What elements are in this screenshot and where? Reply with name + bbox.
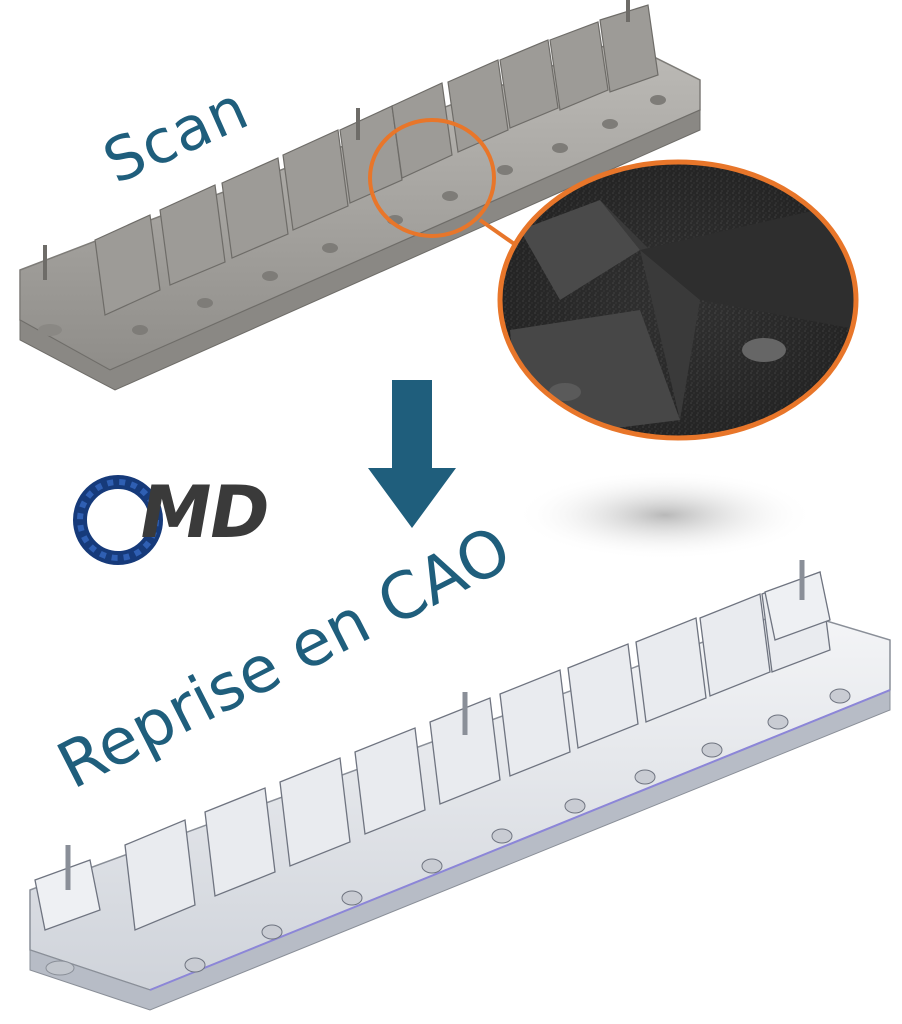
cad-holes: [184, 688, 851, 973]
zoom-detail: [497, 159, 859, 441]
scan-part: [19, 0, 701, 391]
highlight-circle: [368, 118, 496, 238]
zoom-shadow: [515, 470, 815, 560]
logo-text: MD: [132, 470, 275, 554]
cad-part: [29, 560, 891, 1011]
bearing-icon: [73, 475, 163, 565]
down-arrow-icon: [368, 380, 456, 528]
scan-slots: [94, 4, 659, 316]
cad-slots: [124, 571, 831, 931]
